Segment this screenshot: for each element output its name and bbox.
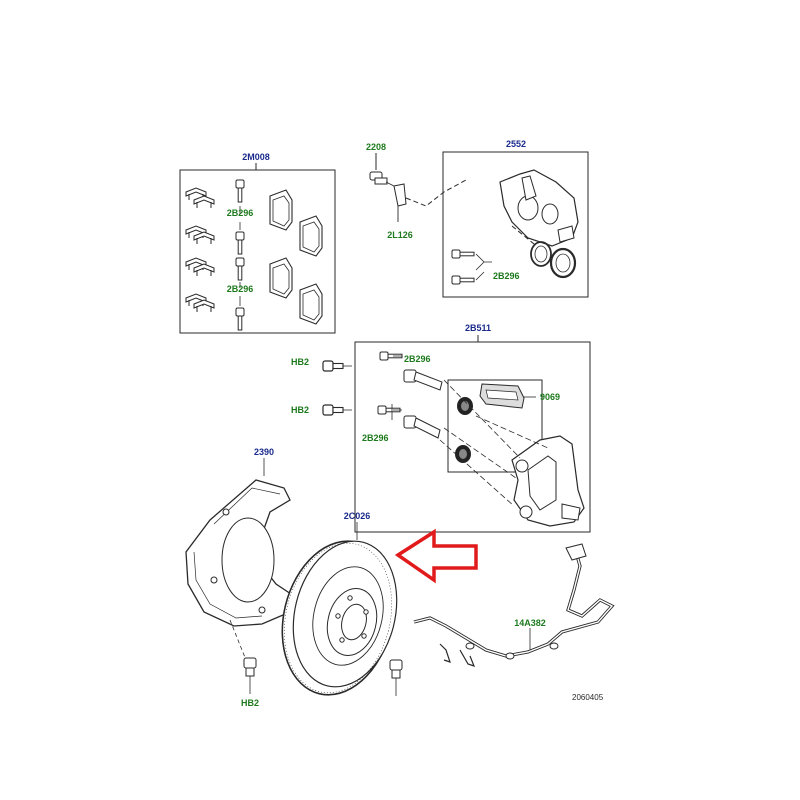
caliper-icon xyxy=(499,169,579,247)
bolt-icon xyxy=(235,179,245,331)
red-arrow-icon xyxy=(394,528,478,584)
label-carrier: 2B511 xyxy=(465,323,491,333)
bleed-screw-icon xyxy=(369,153,467,222)
label-hb-bolt-1: HB2 xyxy=(291,357,309,367)
dust-shield-icon xyxy=(185,458,295,694)
label-disc: 2C026 xyxy=(344,511,371,521)
label-pad-kit: 2M008 xyxy=(242,152,270,162)
seal-ring-icon xyxy=(511,225,577,279)
brake-disc-icon xyxy=(281,522,403,696)
guide-pin-icon xyxy=(403,369,443,439)
label-hb-bolt-2: HB2 xyxy=(291,405,309,415)
brake-pad-icon xyxy=(269,189,323,325)
hub-bolt-icon xyxy=(322,360,352,416)
label-caliper: 2552 xyxy=(506,139,526,149)
label-pad-kit-bolt-1: 2B296 xyxy=(227,208,254,218)
reference-number: 2060405 xyxy=(572,693,604,702)
label-bleed-cap: 2L126 xyxy=(387,230,413,240)
label-slide-pin-kit: 9069 xyxy=(540,392,560,402)
bushing-icon xyxy=(455,397,473,463)
label-shield: 2390 xyxy=(254,447,274,457)
label-sensor: 14A382 xyxy=(514,618,546,628)
pad-kit-box xyxy=(179,163,336,334)
anti-rattle-clip-icon xyxy=(479,383,536,409)
carrier-box xyxy=(354,335,591,533)
label-carrier-bolt-1: 2B296 xyxy=(404,354,431,364)
label-bleed-screw: 2208 xyxy=(366,142,386,152)
bolt-icon xyxy=(377,351,403,415)
pad-clip-icon xyxy=(185,187,215,313)
label-carrier-bolt-2: 2B296 xyxy=(362,433,389,443)
label-caliper-bolts: 2B296 xyxy=(493,271,520,281)
carrier-bracket-icon xyxy=(511,435,585,527)
bolt-icon xyxy=(451,249,475,285)
label-shield-bolt: HB2 xyxy=(241,698,259,708)
label-pad-kit-bolt-2: 2B296 xyxy=(227,284,254,294)
wear-sensor-icon xyxy=(413,543,615,667)
caliper-box xyxy=(442,151,589,298)
